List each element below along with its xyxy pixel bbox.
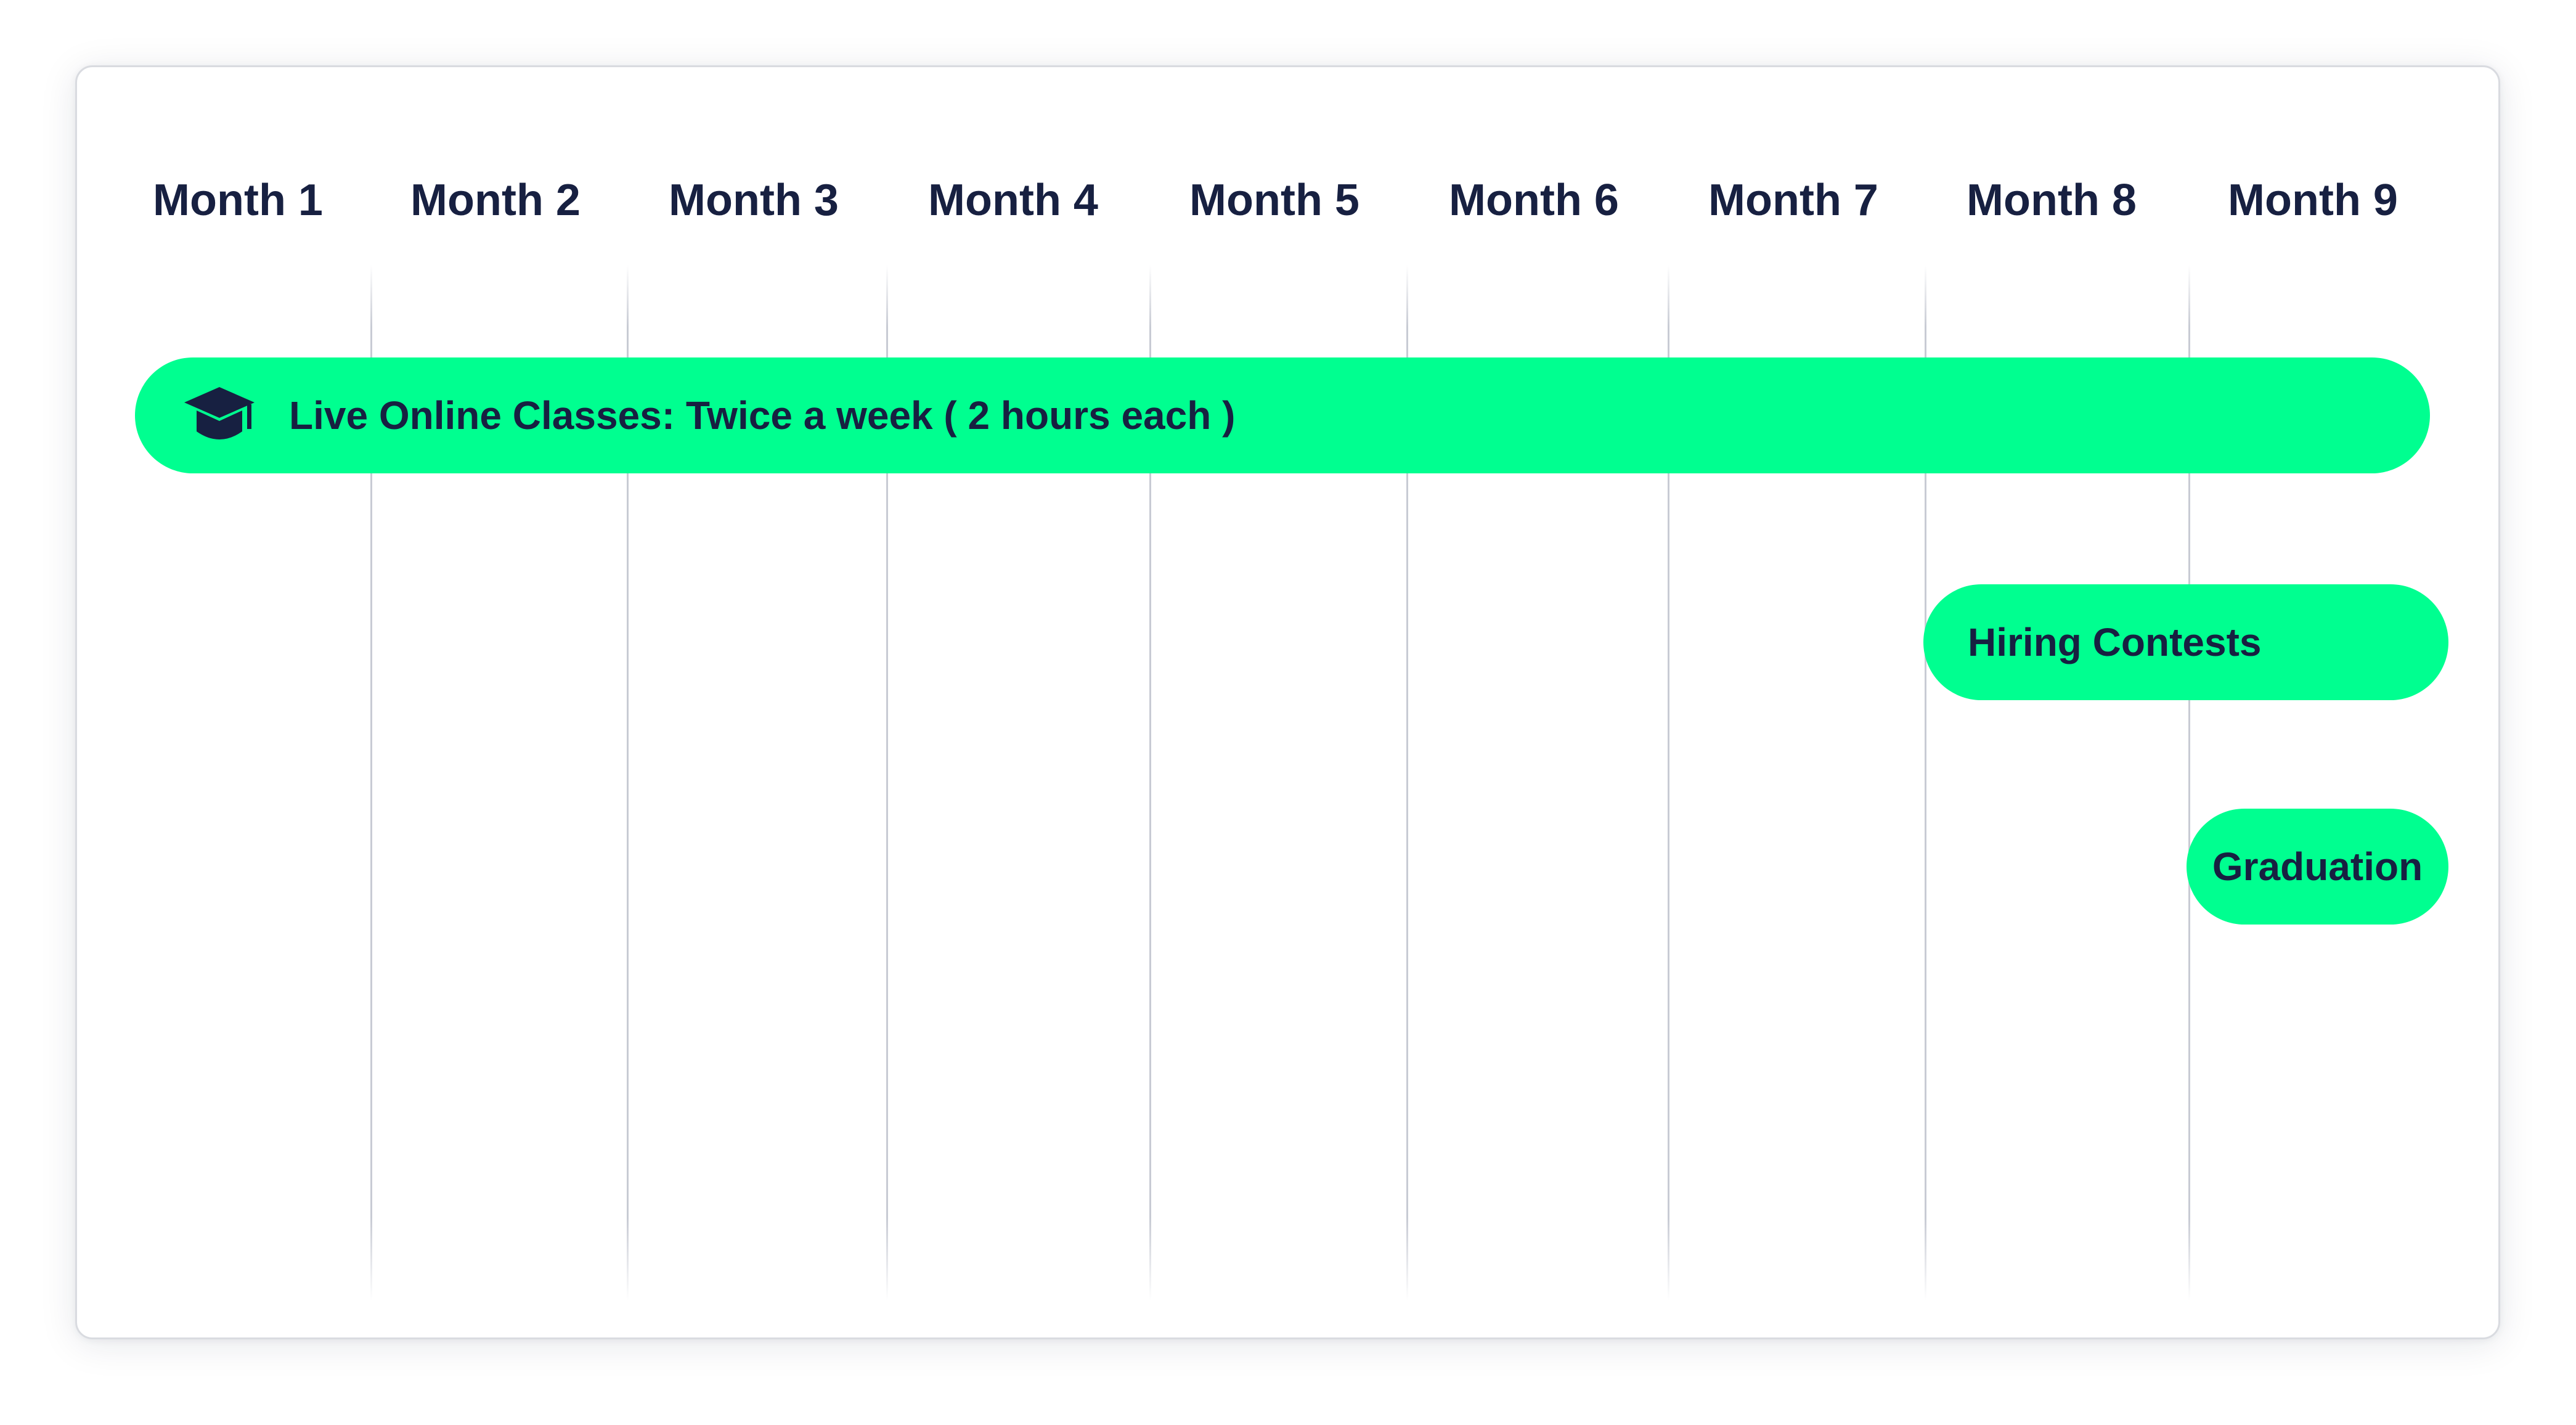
month-8-label: Month 8 [1967, 176, 2137, 225]
live-classes-label: Live Online Classes: Twice a week ( 2 ho… [289, 393, 1236, 438]
live-classes-bar: Live Online Classes: Twice a week ( 2 ho… [135, 357, 2430, 473]
graduation-label: Graduation [2212, 844, 2423, 889]
grid-line [2188, 265, 2190, 1300]
month-4-label: Month 4 [928, 176, 1098, 225]
grid-line [370, 265, 372, 1300]
month-7-label: Month 7 [1708, 176, 1878, 225]
timeline-card [75, 65, 2500, 1339]
grid-line [627, 265, 629, 1300]
hiring-contests-bar: Hiring Contests [1923, 584, 2448, 700]
month-2-label: Month 2 [410, 176, 581, 225]
grid-line [886, 265, 888, 1300]
graduation-cap-icon [184, 387, 255, 439]
month-9-label: Month 9 [2228, 176, 2398, 225]
graduation-bar: Graduation [2187, 809, 2448, 925]
month-6-label: Month 6 [1449, 176, 1619, 225]
month-1-label: Month 1 [153, 176, 323, 225]
month-5-label: Month 5 [1189, 176, 1359, 225]
month-3-label: Month 3 [669, 176, 839, 225]
grid-line [1668, 265, 1669, 1300]
grid-line [1406, 265, 1408, 1300]
grid-line [1925, 265, 1926, 1300]
hiring-contests-label: Hiring Contests [1968, 620, 2262, 664]
grid-line [1149, 265, 1151, 1300]
